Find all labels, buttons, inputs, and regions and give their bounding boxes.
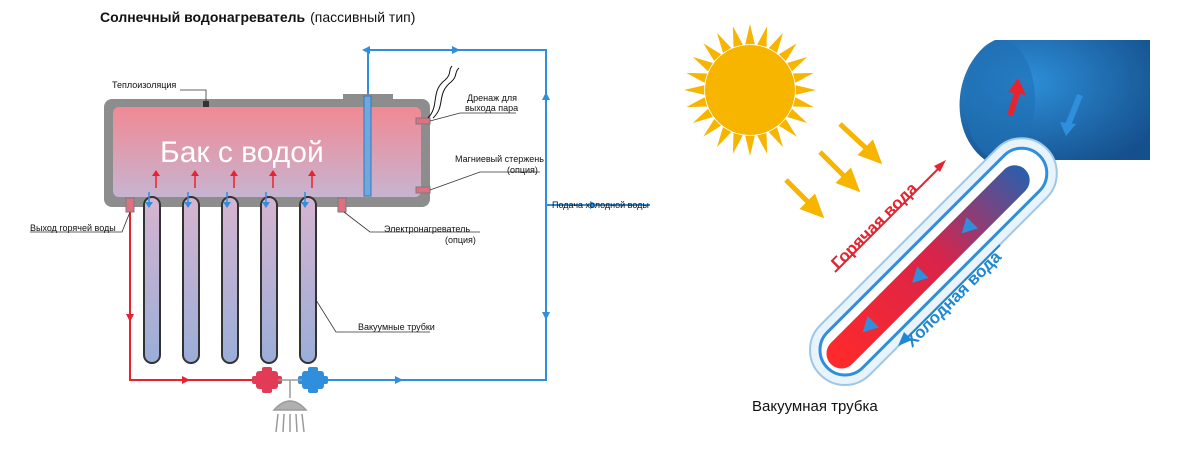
sun-ray: [768, 32, 783, 53]
vacuum-tubes: [143, 196, 317, 364]
steam-lines: [427, 65, 460, 119]
hot-flow-arrows: [126, 314, 190, 384]
leader-lines: [30, 89, 540, 333]
insulation-marker: [203, 101, 209, 107]
title-normal: (пассивный тип): [310, 9, 415, 25]
vacuum-tube-caption: Вакуумная трубка: [752, 398, 878, 415]
sun-ray: [768, 127, 783, 148]
heater-port: [337, 197, 347, 213]
vacuum-tubes-label: Вакуумные трубки: [358, 322, 435, 332]
cold-arrow: [542, 312, 550, 320]
sun-ray: [703, 43, 722, 62]
sun-ray: [732, 132, 743, 154]
svg-text:Солнечный водонагреватель(пасс: Солнечный водонагреватель(пассивный тип): [100, 9, 415, 25]
sun-ray: [787, 57, 808, 72]
hot-water-pipe: [129, 205, 258, 381]
sun-ray: [717, 127, 732, 148]
insulation-leader: [180, 89, 207, 101]
cold-water-direction-arrow: [898, 244, 1001, 346]
sun-ray: [692, 57, 713, 72]
convection-pair: [223, 170, 238, 208]
hot-arrow: [126, 314, 134, 322]
convection-pair: [301, 170, 316, 208]
heater-label-line2: (опция): [445, 235, 476, 245]
sun-ray: [684, 85, 705, 95]
vacuum-tube: [260, 196, 278, 364]
insulation-label: Теплоизоляция: [112, 80, 176, 90]
shower-head-icon: [272, 379, 308, 433]
title-bold: Солнечный водонагреватель: [100, 9, 306, 25]
cold-arrow: [395, 376, 403, 384]
hot-outlet-port: [125, 197, 135, 213]
hot-water-direction-arrow: [834, 160, 946, 273]
magnesium-label-line2: (опция): [507, 165, 538, 175]
hot-water-loop: [129, 205, 258, 381]
tank-water: [113, 107, 421, 197]
cold-flow-arrows: [362, 46, 598, 384]
heater-leader: [343, 211, 480, 233]
magnesium-leader: [429, 171, 540, 191]
cold-water-pipe: [320, 49, 547, 381]
magnesium-label-line1: Магниевый стержень: [455, 154, 544, 164]
sun-ray: [745, 24, 755, 45]
drain-port: [415, 117, 431, 125]
cold-supply-label: Подача холодной воды: [552, 200, 649, 210]
diagram-title: Солнечный водонагреватель(пассивный тип): [100, 9, 415, 25]
sun-ray: [778, 118, 797, 137]
tube-convection-arrows: [145, 170, 316, 208]
cold-arrow: [362, 46, 370, 54]
sun-ray: [757, 26, 768, 48]
sun-ray: [792, 97, 814, 108]
sun-icon: [684, 24, 816, 156]
convection-pair: [184, 170, 199, 208]
heater-label-line1: Электронагреватель: [384, 224, 470, 234]
drain-label-line1: Дренаж для: [467, 93, 517, 103]
hot-outlet-leader: [30, 211, 131, 233]
sun-ray-arrow: [838, 122, 883, 165]
steam-line: [432, 67, 460, 119]
cold-valve: [298, 367, 328, 393]
vacuum-tube: [182, 196, 200, 364]
steam-line: [427, 65, 453, 119]
drain-label-line2: выхода пара: [465, 103, 518, 113]
sun-ray-arrows: [784, 122, 883, 219]
drain-leader: [429, 112, 516, 122]
vacuum-tube: [221, 196, 239, 364]
sun-ray: [686, 97, 708, 108]
hot-valve: [252, 367, 282, 393]
sun-ray: [792, 72, 814, 83]
sun-ray: [717, 32, 732, 53]
sun-ray: [732, 26, 743, 48]
water-tank: Бак с водой: [104, 94, 431, 213]
cold-arrow: [542, 92, 550, 100]
vacuum-tubes-leader: [315, 299, 430, 333]
cold-arrow: [590, 201, 598, 209]
sun-ray: [703, 118, 722, 137]
hot-outlet-label: Выход горячей воды: [30, 223, 116, 233]
sun-ray: [787, 108, 808, 123]
collector-header: [959, 40, 1150, 160]
sun-ray-arrow: [784, 178, 825, 219]
sun-ray: [745, 135, 755, 156]
vacuum-tube-detail: [809, 137, 1058, 386]
sun-ray: [795, 85, 816, 95]
tank-label: Бак с водой: [160, 136, 324, 169]
cold-arrow: [452, 46, 460, 54]
convection-pair: [262, 170, 277, 208]
sun-ray-arrow: [818, 150, 861, 193]
sun-ray: [686, 72, 708, 83]
sun-ray: [757, 132, 768, 154]
magnesium-rod: [363, 95, 372, 197]
vacuum-tube: [143, 196, 161, 364]
hot-arrow: [182, 376, 190, 384]
sun-ray: [778, 43, 797, 62]
rod-port: [415, 186, 431, 194]
vacuum-tube: [299, 196, 317, 364]
convection-pair: [145, 170, 160, 208]
sun-ray: [692, 108, 713, 123]
